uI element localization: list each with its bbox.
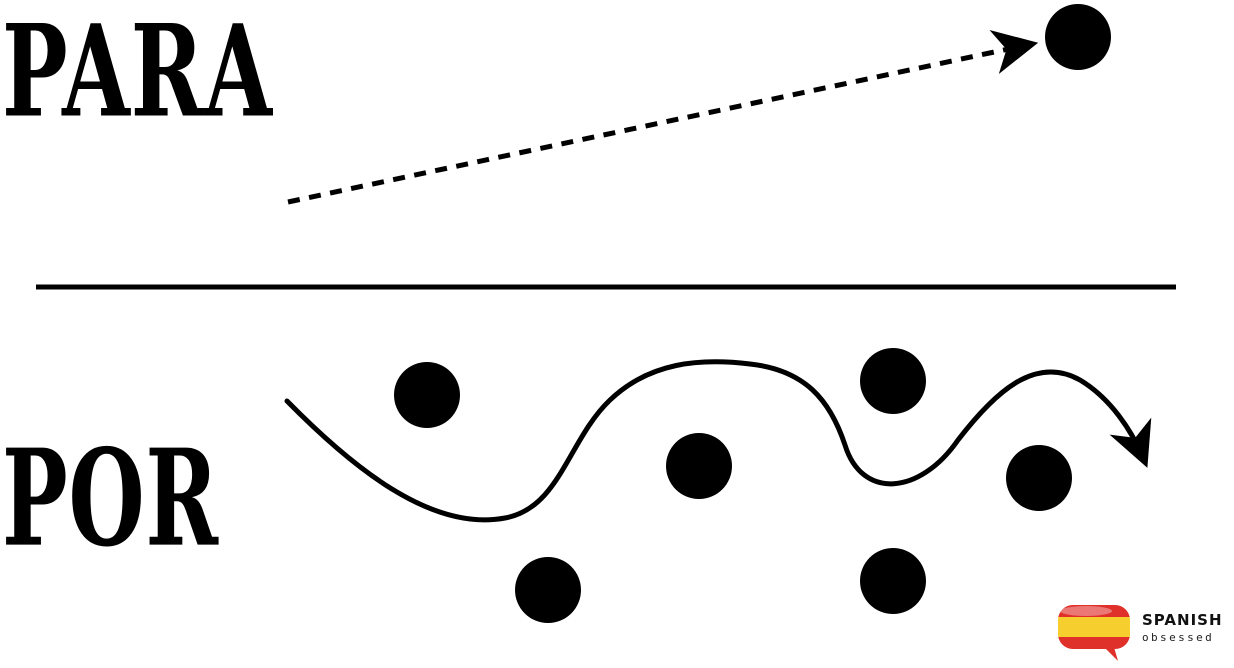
brand-logo-block: SPANISH obsessed <box>1056 603 1228 663</box>
spanish-flag-speech-bubble-icon <box>1058 605 1130 661</box>
para-destination-dot <box>1045 4 1111 70</box>
para-heading: PARA <box>2 0 273 146</box>
por-dot <box>394 362 460 428</box>
por-dot <box>515 557 581 623</box>
por-dot <box>666 433 732 499</box>
para-dashed-arrow <box>287 30 1039 205</box>
por-dot <box>860 548 926 614</box>
por-heading: POR <box>2 419 219 577</box>
por-wavy-arrow <box>284 359 1152 523</box>
brand-tagline: obsessed <box>1142 631 1215 644</box>
por-dot <box>860 348 926 414</box>
brand-name: SPANISH <box>1142 611 1223 629</box>
por-dot <box>1006 445 1072 511</box>
